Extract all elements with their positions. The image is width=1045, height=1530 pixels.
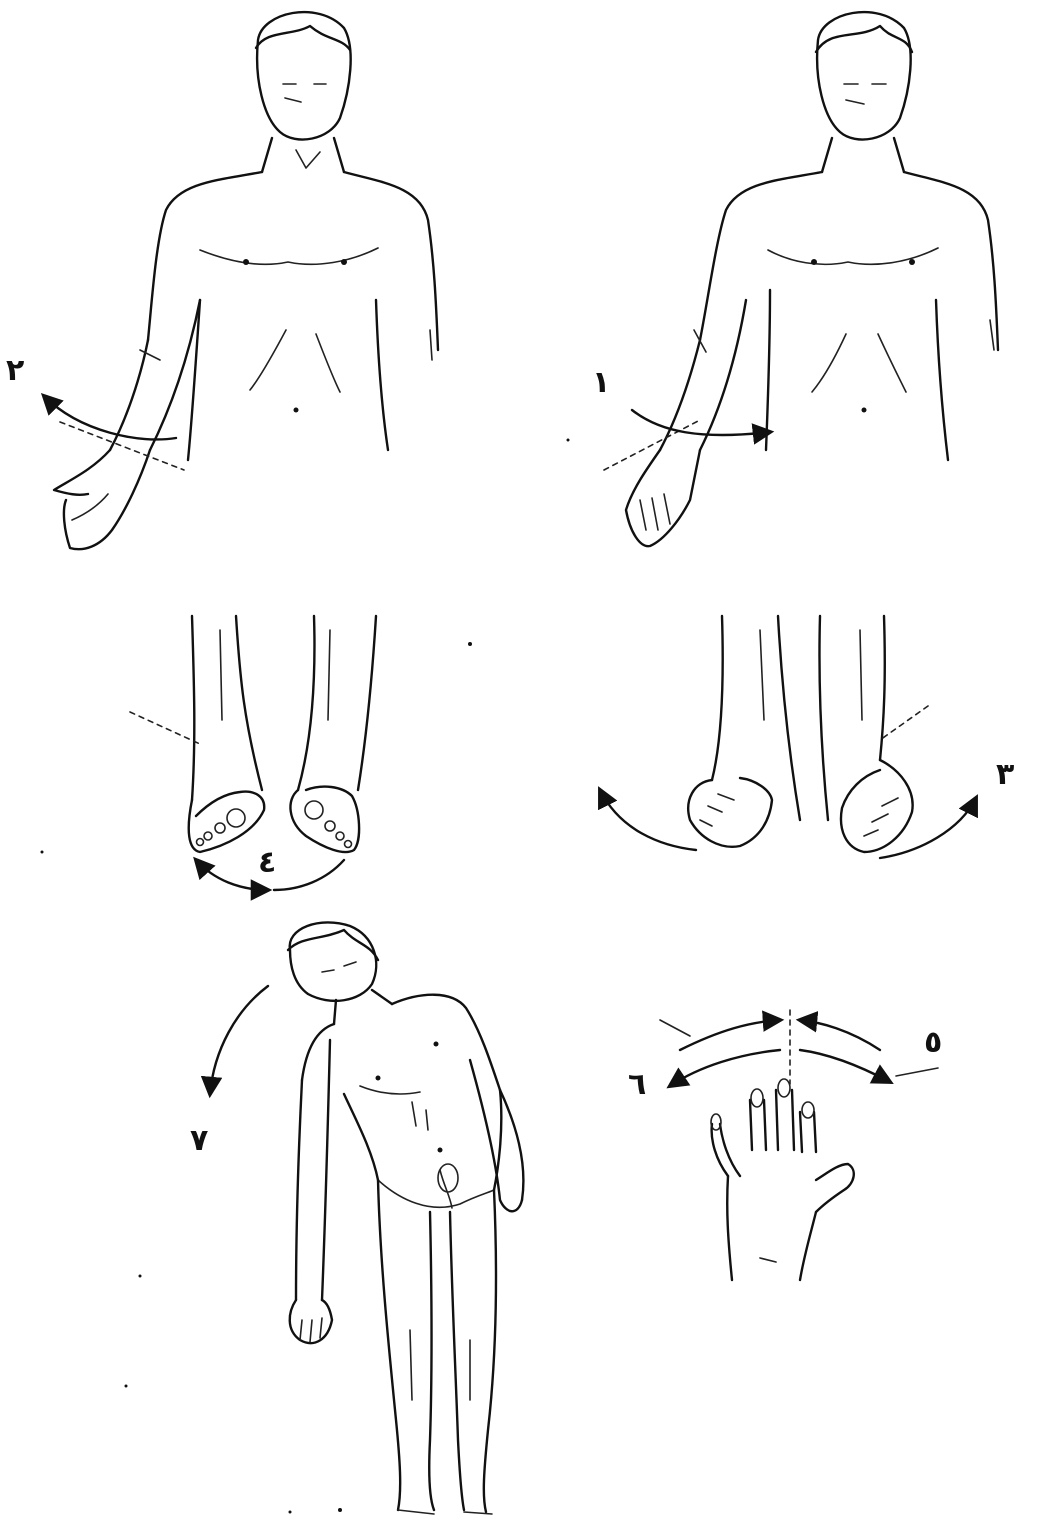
figure-1-number: ١ [592, 365, 610, 400]
figure-2-number: ٢ [6, 353, 24, 388]
figure-3-feet: ٣ [600, 616, 1014, 858]
figure-2-torso: ٢ [6, 12, 438, 549]
figure-7-number: ٧ [190, 1123, 208, 1158]
figure-4-feet: ٤ [130, 616, 376, 890]
figure-3-number: ٣ [996, 757, 1014, 792]
figure-4-number: ٤ [258, 845, 276, 880]
figure-7-full-body: ٧ [190, 922, 523, 1514]
figure-6-number: ٦ [628, 1067, 646, 1102]
figure-1-torso: ١ [592, 12, 998, 546]
figure-5-number: ٥ [924, 1025, 942, 1060]
scan-specks [41, 439, 570, 1514]
figure-5-6-hand: ٥ ٦ [628, 1010, 942, 1280]
